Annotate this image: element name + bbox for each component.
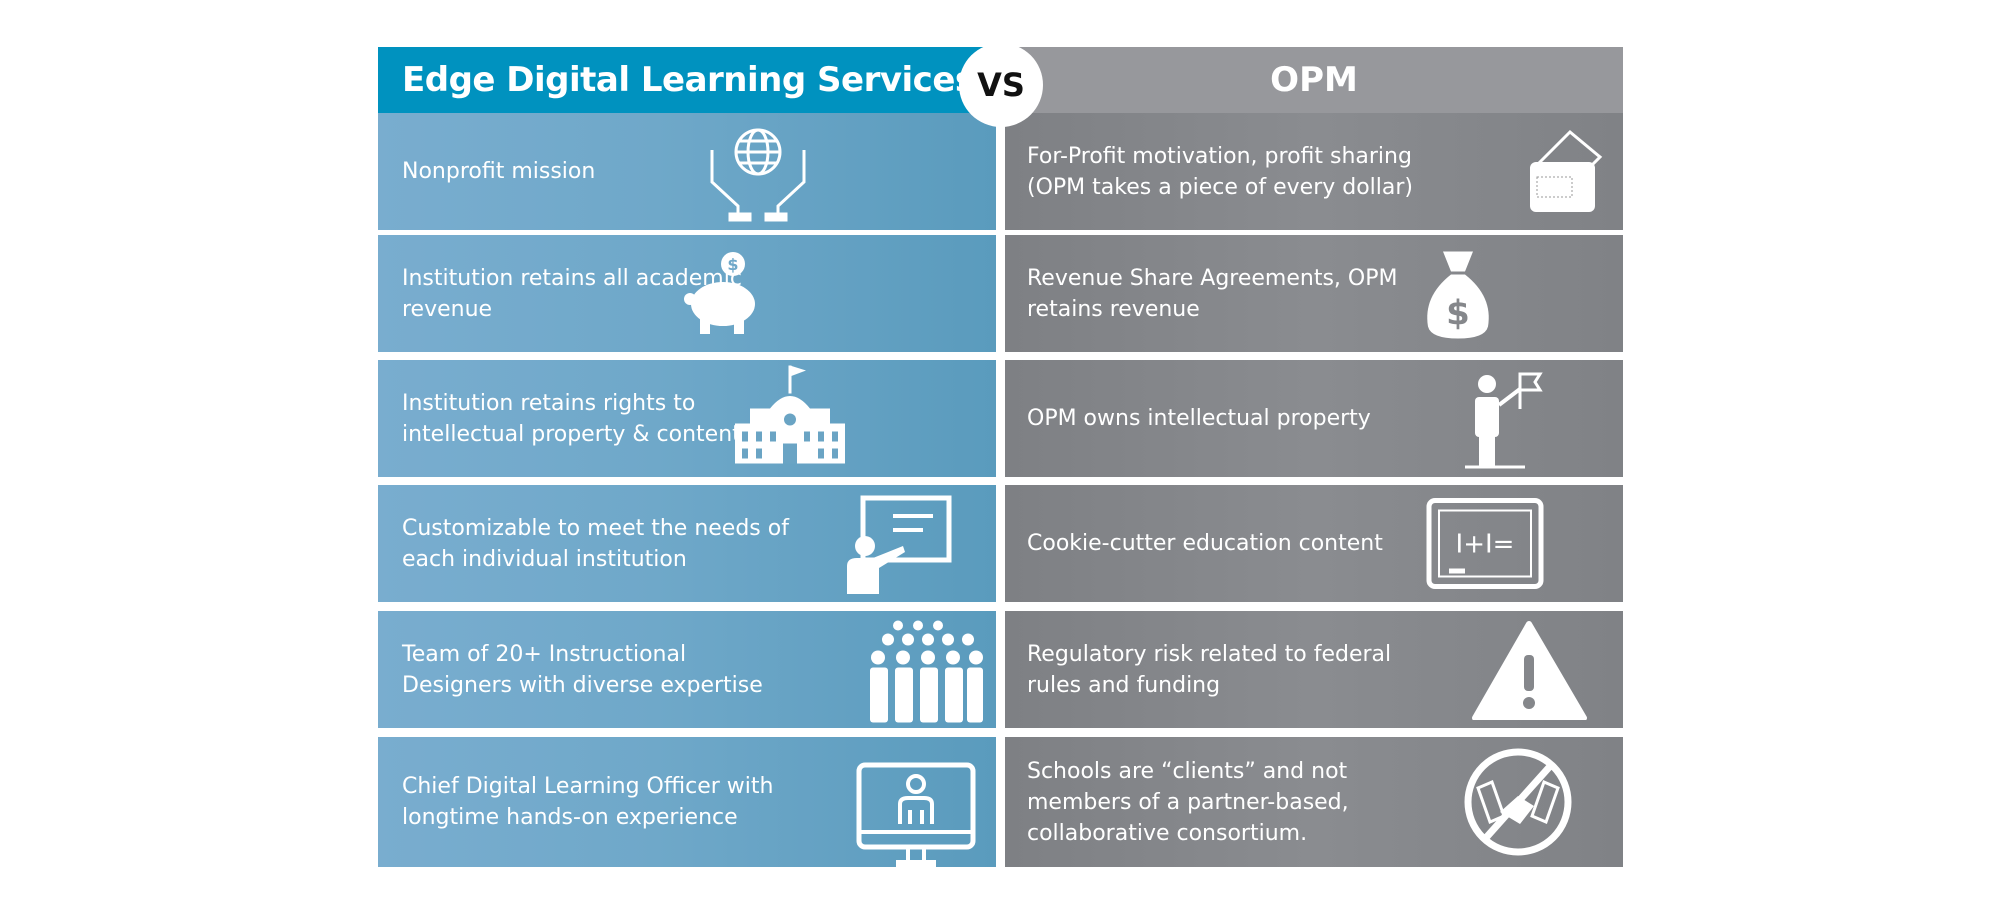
edge-row-ip: Institution retains rights to intellectu… bbox=[378, 360, 996, 477]
row-text: Regulatory risk related to federal rules… bbox=[1027, 641, 1392, 698]
svg-text:$: $ bbox=[727, 255, 738, 274]
row-text: Chief Digital Learning Officer with long… bbox=[402, 774, 774, 830]
opm-row-cookie-cutter: Cookie-cutter education content I+I= bbox=[1005, 485, 1623, 602]
team-icon bbox=[870, 620, 983, 722]
no-handshake-icon bbox=[1464, 748, 1572, 856]
monitor-person-icon bbox=[856, 762, 976, 867]
wallet-icon bbox=[1530, 129, 1603, 212]
person-flag-icon bbox=[1465, 372, 1543, 468]
row-text: Nonprofit mission bbox=[402, 159, 596, 184]
warning-icon bbox=[1472, 620, 1587, 720]
piggy-bank-icon: $ bbox=[684, 251, 755, 334]
opm-row-regulatory: Regulatory risk related to federal rules… bbox=[1005, 611, 1623, 728]
globe-in-hands-icon bbox=[710, 128, 806, 221]
opm-row-revenue-share: Revenue Share Agreements, OPM retains re… bbox=[1005, 235, 1623, 352]
edge-row-cdlo: Chief Digital Learning Officer with long… bbox=[378, 737, 996, 867]
teacher-board-icon bbox=[847, 495, 952, 594]
row-text: Cookie-cutter education content bbox=[1027, 531, 1383, 556]
opm-row-forprofit: For-Profit motivation, profit sharing (O… bbox=[1005, 113, 1623, 230]
edge-row-revenue: Institution retains all academic revenue… bbox=[378, 235, 996, 352]
svg-text:I+I=: I+I= bbox=[1456, 529, 1515, 559]
row-text: Schools are “clients” and not members of… bbox=[1027, 758, 1349, 846]
opm-row-ip: OPM owns intellectual property bbox=[1005, 360, 1623, 477]
edge-row-customizable: Customizable to meet the needs of each i… bbox=[378, 485, 996, 602]
row-text: Team of 20+ Instructional Designers with… bbox=[402, 641, 763, 698]
vs-badge: VS bbox=[959, 43, 1043, 127]
money-bag-icon: $ bbox=[1427, 251, 1489, 338]
chalkboard-icon: I+I= bbox=[1426, 497, 1544, 589]
opm-header: OPM bbox=[1005, 47, 1623, 113]
comparison-panel: Edge Digital Learning Services VS OPM No… bbox=[378, 43, 1623, 867]
opm-row-clients: Schools are “clients” and not members of… bbox=[1005, 737, 1623, 867]
institution-building-icon bbox=[735, 365, 845, 464]
edge-header: Edge Digital Learning Services bbox=[378, 47, 996, 113]
row-text: Revenue Share Agreements, OPM retains re… bbox=[1027, 265, 1398, 322]
row-text: Institution retains all academic revenue bbox=[402, 265, 742, 322]
row-text: Institution retains rights to intellectu… bbox=[402, 390, 741, 447]
svg-text:$: $ bbox=[1446, 293, 1470, 333]
row-text: Customizable to meet the needs of each i… bbox=[402, 515, 789, 572]
row-text: OPM owns intellectual property bbox=[1027, 406, 1371, 431]
edge-row-nonprofit: Nonprofit mission bbox=[378, 113, 996, 230]
edge-row-team: Team of 20+ Instructional Designers with… bbox=[378, 611, 996, 728]
row-text: For-Profit motivation, profit sharing (O… bbox=[1027, 143, 1414, 200]
